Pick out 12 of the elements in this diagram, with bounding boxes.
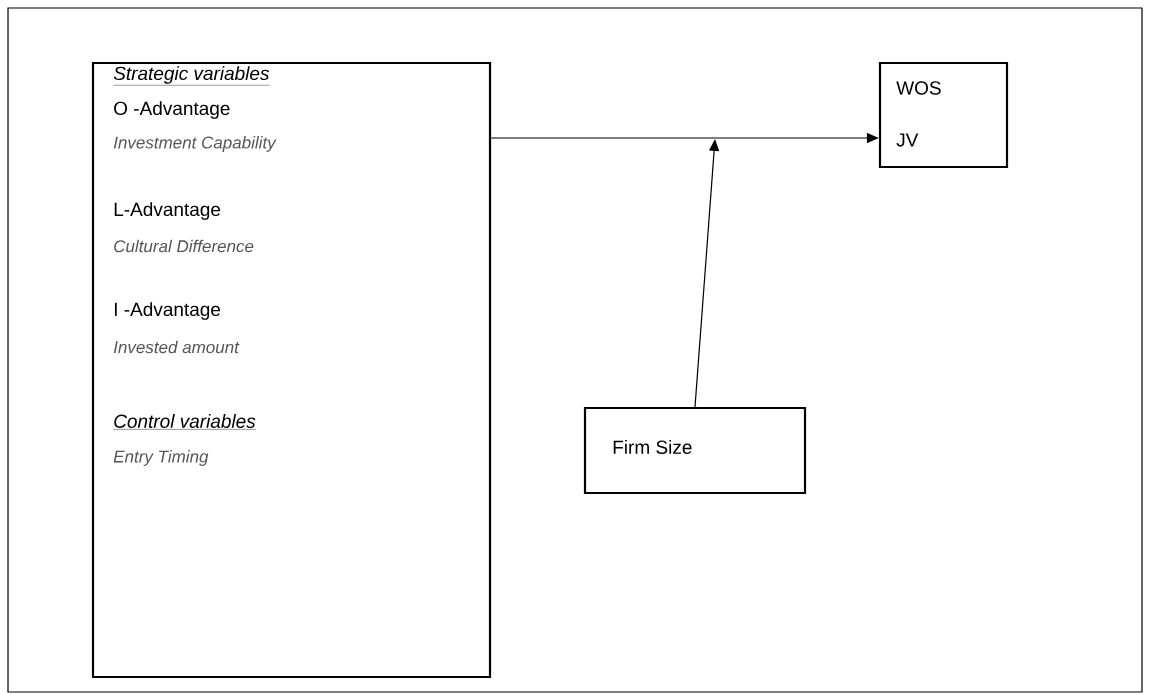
variable-description: Entry Timing — [113, 450, 209, 466]
variable-description: Cultural Difference — [114, 239, 254, 253]
variable-description: Investment Capability — [113, 136, 277, 152]
variable-label: L-Advantage — [114, 202, 221, 220]
box-label: WOS — [896, 81, 941, 95]
section-heading: Strategic variables — [113, 66, 270, 86]
box-label: JV — [896, 133, 919, 147]
variable-description: Invested amount — [113, 340, 240, 354]
variable-label: I -Advantage — [114, 302, 221, 320]
variable-label: O -Advantage — [114, 101, 230, 119]
box-label: Firm Size — [613, 440, 692, 454]
section-heading: Control variables — [113, 414, 256, 430]
